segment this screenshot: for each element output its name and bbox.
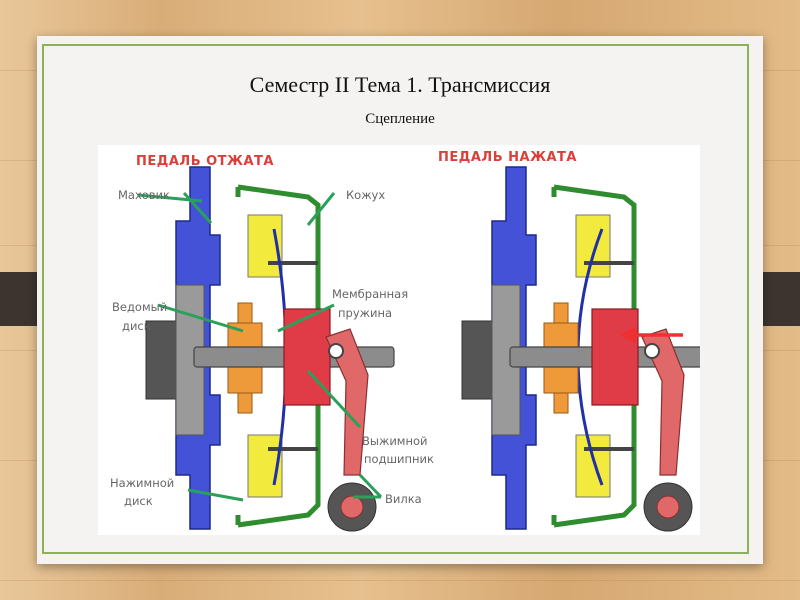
leader-housing [306,192,336,226]
pressure-plate-bottom [575,434,611,498]
label-driven-1: Ведомый [112,300,167,314]
fork-pivot [328,343,344,359]
slide-subtitle: Сцепление [365,111,435,127]
label-driven-2: диск [122,319,151,333]
label-housing: Кожух [346,188,385,202]
leader-bearing [306,369,362,429]
slide: Семестр II Тема 1. Трансмиссия Сцепление… [37,36,763,564]
clutch-diagram-svg: ПЕДАЛЬ ОТЖАТА ПЕДАЛЬ НАЖАТА Маховик Кожу… [110,150,700,532]
label-bearing-2: подшипник [364,452,434,466]
label-fork: Вилка [385,492,422,506]
leader-driven-disc [157,303,244,333]
label-diaphragm-1: Мембранная [332,287,408,301]
fork-pivot [644,343,660,359]
left-header: ПЕДАЛЬ ОТЖАТА [136,154,274,169]
clutch-pressed [461,166,700,532]
label-pressure-2: диск [124,494,153,508]
label-pressure-1: Нажимной [110,476,174,490]
label-flywheel: Маховик [118,188,170,202]
fork-ball-inner [340,495,364,519]
label-bearing-1: Выжимной [362,434,428,448]
right-header: ПЕДАЛЬ НАЖАТА [438,150,577,165]
label-diaphragm-2: пружина [338,306,392,320]
leader-pressure-plate [187,488,244,502]
slide-frame [42,44,749,554]
release-fork [641,328,685,476]
clutch-released [145,166,395,532]
clutch-diagram: ПЕДАЛЬ ОТЖАТА ПЕДАЛЬ НАЖАТА Маховик Кожу… [98,145,700,535]
leader-fork-2 [358,473,383,499]
fork-ball-inner [656,495,680,519]
leader-flywheel-2 [182,191,213,225]
pressure-plate-top [575,214,611,278]
leader-diaphragm [277,303,335,333]
arrow-press [620,326,683,344]
release-bearing [591,308,639,406]
slide-title: Семестр II Тема 1. Трансмиссия [249,72,551,97]
